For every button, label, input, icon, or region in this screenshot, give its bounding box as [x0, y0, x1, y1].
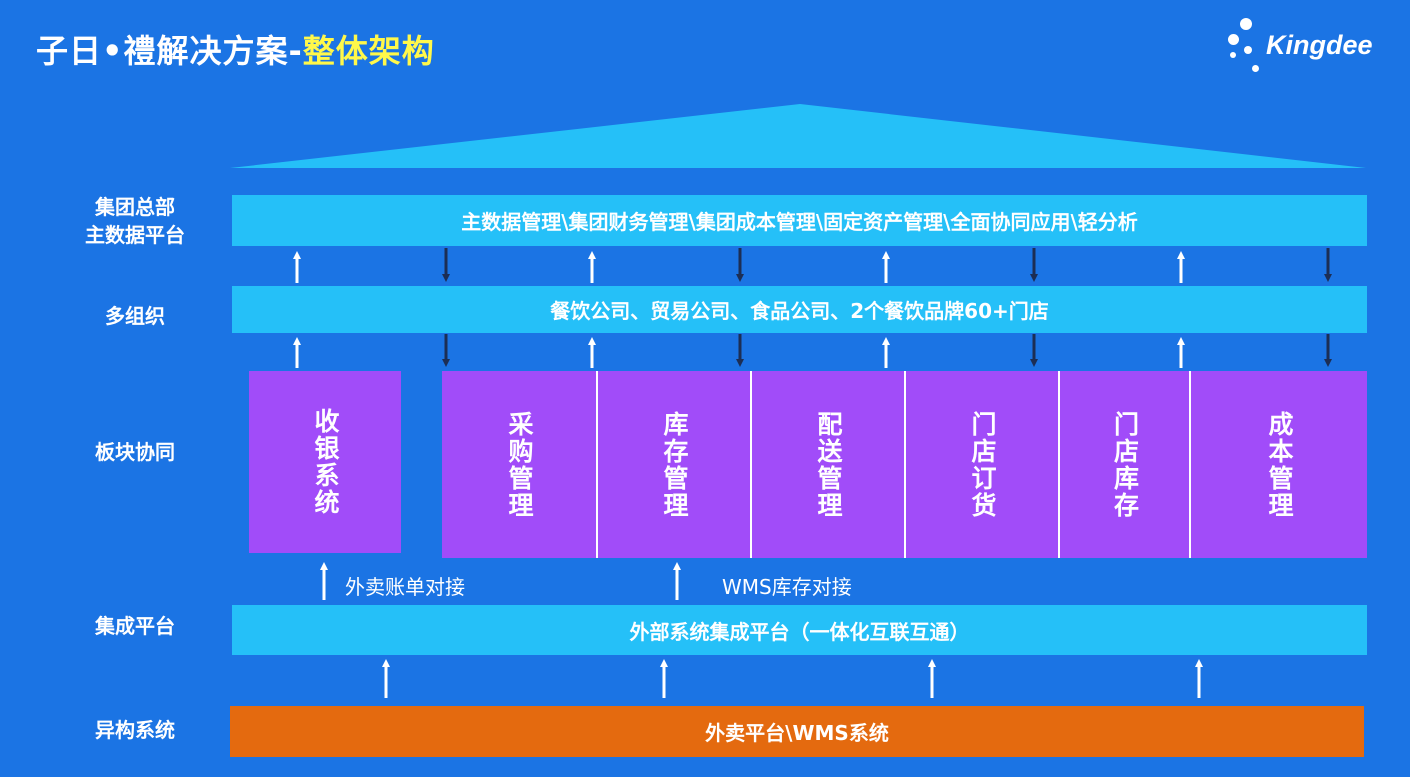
note-wms: WMS库存对接 — [722, 575, 852, 599]
band-multiorg: 餐饮公司、贸易公司、食品公司、2个餐饮品牌60+门店 — [232, 286, 1367, 333]
module-divider — [1058, 371, 1060, 558]
band-multiorg-text: 餐饮公司、贸易公司、食品公司、2个餐饮品牌60+门店 — [550, 299, 1049, 323]
module-store-stock: 门店库存 — [1060, 371, 1189, 558]
logo-dot — [1230, 52, 1236, 58]
row-label-multiorg: 多组织 — [40, 302, 230, 330]
band-integration-text: 外部系统集成平台（一体化互联互通） — [629, 619, 970, 644]
module-label: 配送管理 — [814, 410, 843, 519]
note-takeout: 外卖账单对接 — [345, 575, 465, 599]
module-label: 采购管理 — [505, 410, 534, 519]
module-divider — [750, 371, 752, 558]
row-label-hq: 集团总部 主数据平台 — [40, 193, 230, 249]
module-inventory: 库存管理 — [598, 371, 750, 558]
kingdee-logo: Kingdee — [1226, 18, 1396, 76]
row-label-hq-line1: 集团总部 — [95, 195, 175, 219]
module-label: 成本管理 — [1265, 410, 1294, 519]
logo-dot — [1240, 18, 1252, 30]
row-label-collab-text: 板块协同 — [95, 440, 175, 464]
roof-triangle — [230, 104, 1366, 168]
module-label: 收银系统 — [311, 408, 340, 516]
title-highlight: 整体架构 — [302, 32, 435, 70]
module-label: 门店库存 — [1110, 410, 1140, 519]
row-label-hetero-text: 异构系统 — [95, 718, 175, 742]
row-label-multiorg-text: 多组织 — [105, 304, 165, 328]
row-label-integration-text: 集成平台 — [95, 614, 175, 638]
row-label-hetero: 异构系统 — [40, 716, 230, 744]
logo-wordmark: Kingdee — [1266, 30, 1373, 60]
module-store-order: 门店订货 — [906, 371, 1058, 558]
module-cost: 成本管理 — [1191, 371, 1367, 558]
row-label-hq-line2: 主数据平台 — [85, 223, 185, 247]
band-hetero-text: 外卖平台\WMS系统 — [705, 721, 889, 745]
logo-dot — [1228, 34, 1239, 45]
row-label-integration: 集成平台 — [40, 612, 230, 640]
module-divider — [596, 371, 598, 558]
band-hq-text: 主数据管理\集团财务管理\集团成本管理\固定资产管理\全面协同应用\轻分析 — [461, 210, 1138, 234]
module-label: 门店订货 — [968, 410, 997, 519]
band-hetero: 外卖平台\WMS系统 — [230, 706, 1364, 757]
page-title: 子日•禮解决方案-整体架构 — [36, 26, 435, 72]
row-label-collab: 板块协同 — [40, 438, 230, 466]
title-main: 子日•禮解决方案- — [36, 32, 303, 70]
band-hq: 主数据管理\集团财务管理\集团成本管理\固定资产管理\全面协同应用\轻分析 — [232, 195, 1367, 246]
module-label: 库存管理 — [660, 410, 689, 519]
logo-dot — [1244, 46, 1252, 54]
band-integration: 外部系统集成平台（一体化互联互通） — [232, 605, 1367, 655]
module-purchase: 采购管理 — [442, 371, 596, 558]
logo-dot — [1252, 65, 1259, 72]
module-divider — [904, 371, 906, 558]
module-pos: 收银系统 — [249, 371, 401, 553]
module-divider — [1189, 371, 1191, 558]
module-distribution: 配送管理 — [752, 371, 904, 558]
